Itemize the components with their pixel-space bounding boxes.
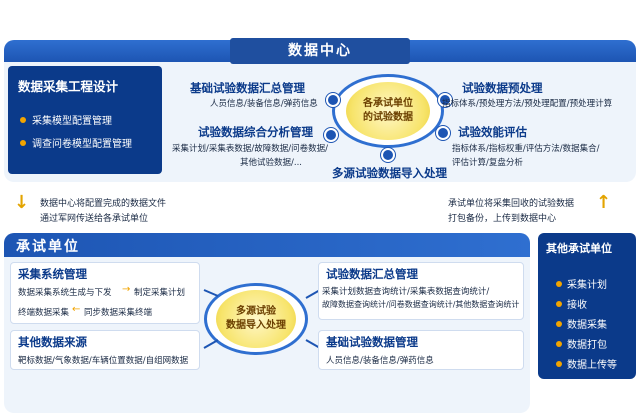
- summary-title: 试验数据汇总管理: [326, 267, 418, 281]
- collect-design-title: 数据采集工程设计: [18, 79, 119, 94]
- other-units-item-pack: 数据打包: [567, 340, 607, 351]
- bullet-icon: [556, 341, 562, 347]
- collect-system-row2-right: 同步数据采集终端: [84, 308, 153, 318]
- other-units-item-upload: 数据上传等: [567, 360, 617, 371]
- other-units-item-collect: 数据采集: [567, 320, 607, 331]
- left-arrow-icon: ←: [72, 304, 81, 315]
- ring-node-icon: [326, 93, 340, 107]
- middle-left-text-1: 数据中心将配置完成的数据文件: [40, 199, 167, 209]
- up-arrow-icon: ↑: [596, 192, 612, 213]
- collect-design-box: [8, 66, 162, 174]
- collect-item-survey-config: 调查问卷模型配置管理: [32, 139, 132, 150]
- down-arrow-icon: ↓: [14, 192, 30, 213]
- preprocess-title: 试验数据预处理: [462, 81, 543, 95]
- comprehensive-sub-1: 采集计划/采集表数据/故障数据/问卷数据/: [172, 144, 328, 154]
- summary-sub-1: 采集计划数据查询统计/采集表数据查询统计/: [322, 287, 490, 297]
- multi-import-title: 多源试验数据导入处理: [332, 166, 447, 180]
- other-sources-panel: [10, 330, 200, 370]
- middle-right-text-1: 承试单位将采集回收的试验数据: [448, 199, 575, 209]
- other-sources-sub: 靶标数据/气象数据/车辆位置数据/自组网数据: [18, 356, 189, 366]
- bullet-icon: [556, 361, 562, 367]
- effectiveness-sub-1: 指标体系/指标权重/评估方法/数据集合/: [452, 144, 600, 154]
- center-label-line1: 各承试单位: [363, 98, 413, 109]
- effectiveness-title: 试验效能评估: [458, 125, 527, 139]
- comprehensive-sub-2: 其他试验数据/...: [240, 158, 302, 168]
- center-ring-label: 各承试单位 的试验数据: [346, 82, 430, 140]
- right-arrow-icon: →: [122, 284, 131, 295]
- effectiveness-sub-2: 评估计算/复盘分析: [452, 158, 523, 168]
- bullet-icon: [556, 321, 562, 327]
- other-units-item-plan: 采集计划: [567, 280, 607, 291]
- other-units-title: 其他承试单位: [546, 242, 612, 255]
- basic-panel: [318, 330, 524, 370]
- middle-left-text-2: 通过军网传送给各承试单位: [40, 214, 149, 224]
- comprehensive-title: 试验数据综合分析管理: [198, 125, 313, 139]
- basic-sub: 人员信息/装备信息/弹药信息: [326, 356, 434, 366]
- collect-system-row2-left: 终端数据采集: [18, 308, 70, 318]
- collect-system-row1-right: 制定采集计划: [134, 288, 186, 298]
- middle-right-text-2: 打包备份，上传到数据中心: [448, 214, 557, 224]
- ring-node-icon: [438, 93, 452, 107]
- collect-system-title: 采集系统管理: [18, 267, 87, 281]
- collect-system-panel: [10, 262, 200, 324]
- basic-summary-sub: 人员信息/装备信息/弹药信息: [210, 99, 318, 109]
- bullet-icon: [20, 140, 26, 146]
- basic-summary-title: 基础试验数据汇总管理: [190, 81, 305, 95]
- ring-node-icon: [436, 126, 450, 140]
- other-units-item-receive: 接收: [567, 300, 587, 311]
- collect-system-row1-left: 数据采集系统生成与下发: [18, 288, 112, 298]
- summary-sub-2: 故障数据查询统计/问卷数据查询统计/其他数据查询统计: [322, 300, 520, 309]
- summary-panel: [318, 262, 524, 320]
- preprocess-sub: 指标体系/预处理方法/预处理配置/预处理计算: [442, 99, 613, 109]
- bullet-icon: [556, 301, 562, 307]
- center-label-line2: 的试验数据: [363, 112, 413, 123]
- other-units-box: [538, 233, 636, 379]
- data-center-title: 数据中心: [230, 38, 410, 64]
- basic-title: 基础试验数据管理: [326, 335, 418, 349]
- unit-center-ring-label: 多源试验 数据导入处理: [216, 290, 296, 348]
- unit-center-label-line2: 数据导入处理: [226, 320, 286, 331]
- unit-title: 承试单位: [16, 239, 80, 255]
- unit-center-label-line1: 多源试验: [236, 306, 276, 317]
- ring-node-icon: [324, 128, 338, 142]
- bullet-icon: [20, 117, 26, 123]
- other-sources-title: 其他数据来源: [18, 335, 87, 349]
- collect-item-model-config: 采集模型配置管理: [32, 116, 112, 127]
- ring-node-icon: [381, 148, 395, 162]
- bullet-icon: [556, 281, 562, 287]
- connector-arrows: [203, 289, 321, 349]
- unit-banner: [4, 233, 530, 257]
